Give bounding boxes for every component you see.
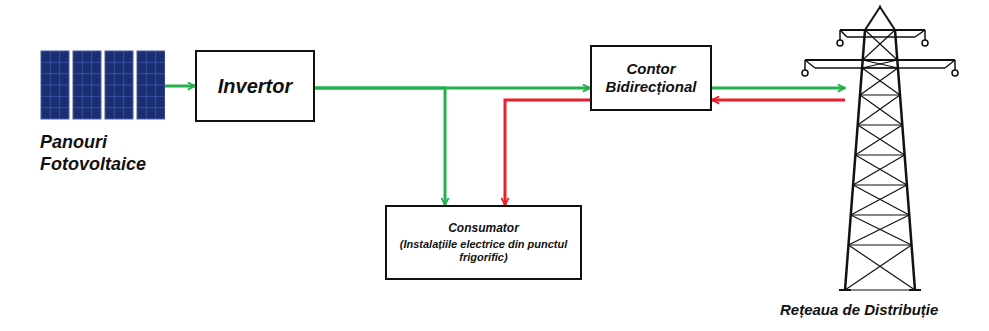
tower-member <box>860 68 898 95</box>
consumer-box: Consumator (Instalațiile electrice din pu… <box>385 205 582 280</box>
solar-cell-panel <box>41 51 69 119</box>
cell-grid <box>41 96 69 97</box>
power-flow-line <box>315 87 590 90</box>
tower-member <box>862 60 897 68</box>
tower-member <box>851 185 907 215</box>
cell-grid <box>73 85 101 86</box>
tower-member <box>895 30 915 290</box>
power-flow-line <box>505 100 590 205</box>
tower-member <box>853 184 907 185</box>
box-body: (Instalațiile electrice din punctul frig… <box>395 238 572 264</box>
tower-member <box>860 95 902 125</box>
cell-grid <box>73 96 101 97</box>
cell-grid <box>105 73 133 74</box>
tower-member <box>954 60 956 70</box>
cell-grid <box>73 73 101 74</box>
power-flow-line <box>712 99 845 102</box>
tower-member <box>915 30 925 37</box>
cell-grid <box>137 62 165 63</box>
cell-grid <box>137 73 165 74</box>
cell-grid <box>41 62 69 63</box>
power-flow-line <box>712 87 845 90</box>
cell-grid <box>105 96 133 97</box>
cell-grid <box>105 107 133 108</box>
tower-member <box>858 125 905 155</box>
tower-member <box>848 244 911 245</box>
tower-member <box>815 67 945 69</box>
tower-member <box>845 289 915 290</box>
tower-member <box>853 185 909 215</box>
tower-member <box>880 7 895 30</box>
tower-member <box>853 155 905 185</box>
tower-member <box>858 95 900 125</box>
tower-member <box>862 68 900 95</box>
solar-panel-icon <box>40 50 165 120</box>
tower-member <box>855 154 904 155</box>
tower-member <box>862 67 898 68</box>
tower-member <box>851 214 909 215</box>
box-title: Consumator <box>448 221 519 235</box>
grid-tower: Rețeaua de Distribuție <box>845 5 945 295</box>
tower-member <box>839 30 841 40</box>
meter-box: Contor Bidirecțional <box>590 45 712 111</box>
solar-panels: Panouri Fotovoltaice <box>40 50 165 120</box>
power-flow-line <box>165 85 195 88</box>
tower-member <box>865 30 897 60</box>
cell-grid <box>41 73 69 74</box>
tower-member <box>845 30 865 290</box>
insulator <box>952 70 958 76</box>
node-caption: Panouri Fotovoltaice <box>40 132 180 175</box>
tower-member <box>805 59 955 61</box>
box-title: Contor Bidirecțional <box>600 60 702 96</box>
cell-grid <box>137 85 165 86</box>
tower-member <box>840 30 847 37</box>
cell-grid <box>105 62 133 63</box>
tower-member <box>909 289 921 291</box>
tower-member <box>860 94 900 95</box>
tower-member <box>839 289 851 291</box>
tower-member <box>858 124 903 125</box>
tower-member <box>805 60 815 68</box>
tower-member <box>865 7 880 30</box>
power-flow-line <box>315 88 445 205</box>
cell-grid <box>41 85 69 86</box>
solar-cell-panel <box>73 51 101 119</box>
tower-member <box>851 215 912 245</box>
tower-member <box>863 30 895 60</box>
cell-grid <box>137 107 165 108</box>
tower-member <box>855 155 907 185</box>
inverter-box: Invertor <box>195 50 315 122</box>
tower-member <box>847 36 915 38</box>
cell-grid <box>73 107 101 108</box>
tower-member <box>855 125 902 155</box>
transmission-tower <box>785 5 989 295</box>
box-title: Invertor <box>218 74 292 98</box>
tower-member <box>840 29 925 31</box>
tower-member <box>863 60 898 68</box>
tower-member <box>879 5 881 7</box>
tower-member <box>845 245 912 290</box>
insulator <box>837 40 843 46</box>
cell-grid <box>41 107 69 108</box>
tower-member <box>804 60 806 70</box>
tower-member <box>924 30 926 40</box>
cell-grid <box>137 96 165 97</box>
insulator <box>922 40 928 46</box>
tower-member <box>863 59 898 60</box>
tower-member <box>848 245 915 290</box>
solar-cell-panel <box>105 51 133 119</box>
cell-grid <box>105 85 133 86</box>
cell-grid <box>73 62 101 63</box>
insulator <box>802 70 808 76</box>
tower-member <box>848 215 909 245</box>
tower-member <box>945 60 955 68</box>
solar-cell-panel <box>137 51 165 119</box>
node-caption: Rețeaua de Distribuție <box>780 301 938 319</box>
